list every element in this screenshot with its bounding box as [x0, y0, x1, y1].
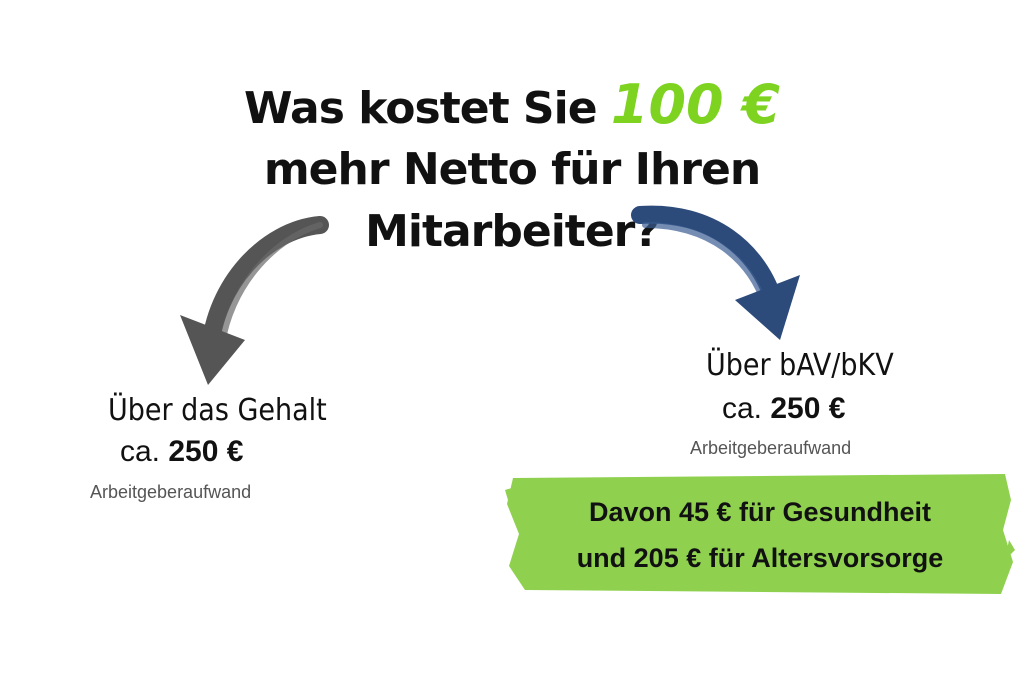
left-subtitle: Arbeitgeberaufwand	[90, 482, 252, 502]
headline-line-2: mehr Netto für Ihren	[263, 144, 761, 195]
highlight-box-background	[505, 474, 1015, 594]
highlight-line-2: und 205 € für Altersvorsorge	[576, 543, 944, 573]
left-arrow-icon	[180, 216, 329, 385]
right-cost: ca. 250 €	[722, 392, 845, 426]
headline-prefix: Was kostet Sie	[244, 83, 598, 134]
highlight-line-1: Davon 45 € für Gesundheit	[588, 497, 932, 527]
left-cost-prefix: ca.	[120, 435, 161, 468]
headline-accent-amount: 100 €	[610, 73, 780, 136]
right-title: Über bAV/bKV	[706, 348, 894, 383]
left-cost-value: 250 €	[168, 435, 244, 468]
left-cost: ca. 250 €	[120, 435, 243, 469]
headline-line-3: Mitarbeiter?	[365, 206, 660, 257]
right-cost-prefix: ca.	[722, 392, 763, 425]
right-arrow-icon	[631, 205, 800, 340]
headline-line-1: Was kostet Sie 100 €	[0, 78, 1024, 132]
right-cost-value: 250 €	[770, 392, 846, 425]
left-title: Über das Gehalt	[108, 393, 327, 428]
right-subtitle: Arbeitgeberaufwand	[690, 438, 852, 458]
